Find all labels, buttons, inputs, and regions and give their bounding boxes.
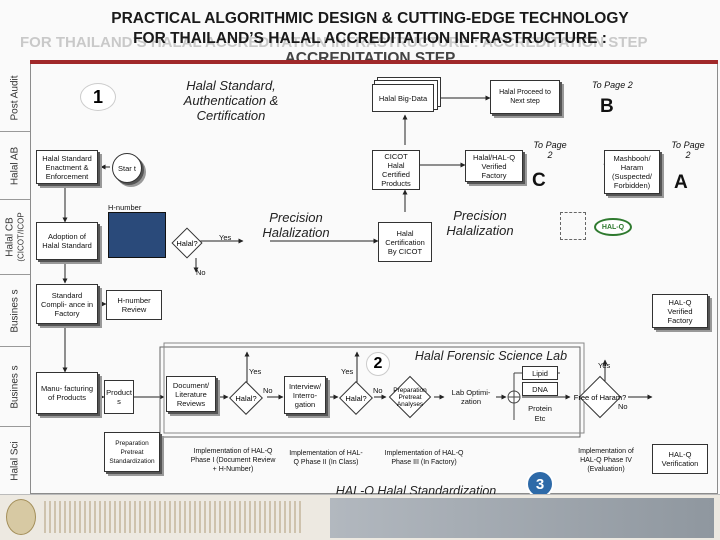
decision-halal-3: Halal? bbox=[338, 380, 374, 416]
halal-certification-box: Halal Certification By CICOT bbox=[378, 222, 432, 262]
h-number-book-image bbox=[108, 212, 166, 258]
h-number-label: H-number bbox=[108, 203, 142, 212]
decision-halal-1: Halal? bbox=[170, 226, 204, 260]
start-node: Star t bbox=[112, 153, 142, 183]
label-no-2: No bbox=[263, 386, 273, 395]
lane-post-audit: Post Audit bbox=[0, 64, 30, 132]
adoption-standard-box: Adoption of Halal Standard bbox=[36, 222, 98, 260]
lane-business-2: Busines s bbox=[0, 347, 30, 427]
implementation-phase-4: Implementation of HAL-Q Phase IV (Evalua… bbox=[578, 447, 634, 473]
proceed-next-step-box: Halal Proceed to Next step bbox=[490, 80, 560, 114]
heading-forensic-lab: Halal Forensic Science Lab bbox=[414, 349, 568, 363]
implementation-phase-2: Implementation of HAL-Q Phase II (In Cla… bbox=[289, 450, 363, 466]
to-page-2-mid: To Page 2 bbox=[533, 140, 567, 160]
protein-label: Protein bbox=[528, 403, 552, 413]
to-page-2-top: To Page 2 bbox=[592, 80, 633, 90]
manufacturing-box: Manu- facturing of Products bbox=[36, 372, 98, 414]
lab-optimization-label: Lab Optimi- zation bbox=[451, 388, 491, 406]
label-yes-1: Yes bbox=[219, 233, 232, 242]
heading-precision-1: Precision Halalization bbox=[262, 210, 330, 240]
connector-a: A bbox=[674, 172, 688, 193]
title-line-1: PRACTICAL ALGORITHMIC DESIGN & CUTTING-E… bbox=[111, 10, 629, 27]
title-line-2: FOR THAILAND’S HALAL ACCREDITATION INFRA… bbox=[133, 30, 607, 47]
step-2-badge: 2 bbox=[366, 352, 390, 376]
halal-bigdata-box: Halal Big-Data bbox=[372, 84, 434, 112]
laboratory-photo bbox=[330, 498, 714, 538]
connector-b: B bbox=[600, 96, 614, 117]
label-yes-3: Yes bbox=[341, 367, 354, 376]
heading-halal-standard: Halal Standard, Authentication & Certifi… bbox=[183, 78, 279, 123]
preparation-standardization-box: Preparation Pretreat Standardization bbox=[104, 432, 160, 472]
step-1-badge: 1 bbox=[80, 83, 116, 111]
mashbooh-haram-box: Mashbooh/ Haram (Suspected/ Forbidden) bbox=[604, 150, 660, 194]
standard-compliance-box: Standard Compli- ance in Factory bbox=[36, 284, 98, 324]
implementation-phase-1: Implementation of HAL-Q Phase I (Documen… bbox=[190, 447, 276, 473]
label-yes-4: Yes bbox=[598, 361, 611, 370]
university-seal-logo bbox=[6, 499, 36, 535]
connector-c: C bbox=[532, 170, 546, 191]
dna-box: DNA bbox=[522, 382, 558, 396]
decision-free-of-haram: Free of Haram? bbox=[572, 375, 628, 419]
center-name-lettering bbox=[44, 501, 304, 533]
lane-halal-ab: Halal AB bbox=[0, 132, 30, 200]
header-bar bbox=[30, 60, 718, 64]
decision-halal-2: Halal? bbox=[228, 380, 264, 416]
lane-business-1: Busines s bbox=[0, 275, 30, 347]
standard-enactment-box: Halal Standard Enactment & Enforcement bbox=[36, 150, 98, 184]
title-shadow: FOR THAILAND’S HALAL ACCREDITATION INFRA… bbox=[20, 34, 648, 51]
interview-box: Interview/ Interro- gation bbox=[284, 376, 326, 414]
label-yes-2: Yes bbox=[249, 367, 262, 376]
to-page-2-right: To Page 2 bbox=[671, 140, 705, 160]
lane-halal-cb: Halal CB(CICOT/ICOP bbox=[0, 200, 30, 275]
cicot-certified-products-box: CICOT Halal Certified Products bbox=[372, 150, 420, 190]
preparation-analyses-decision: Preparation Pretreat Analyses bbox=[386, 375, 434, 419]
hal-q-verification-box: HAL-Q Verification bbox=[652, 444, 708, 474]
label-no-1: No bbox=[196, 268, 206, 277]
label-no-4: No bbox=[618, 402, 628, 411]
implementation-phase-3: Implementation of HAL-Q Phase III (In Fa… bbox=[384, 450, 464, 466]
hal-q-verified-factory-box: HAL-Q Verified Factory bbox=[652, 294, 708, 328]
lipid-box: Lipid bbox=[522, 366, 558, 380]
document-review-box: Document/ Literature Reviews bbox=[166, 376, 216, 412]
products-box: Product s bbox=[104, 380, 134, 414]
hal-q-logo: HAL-Q bbox=[594, 218, 632, 236]
halal-hal-q-verified-box: Halal/HAL-Q Verified Factory bbox=[465, 150, 523, 182]
microscope-icon bbox=[560, 212, 586, 240]
h-number-review-box: H-number Review bbox=[106, 290, 162, 320]
label-no-3: No bbox=[373, 386, 383, 395]
footer-banner bbox=[0, 494, 720, 540]
heading-precision-2: Precision Halalization bbox=[446, 208, 514, 238]
etc-label: Etc bbox=[534, 413, 546, 423]
